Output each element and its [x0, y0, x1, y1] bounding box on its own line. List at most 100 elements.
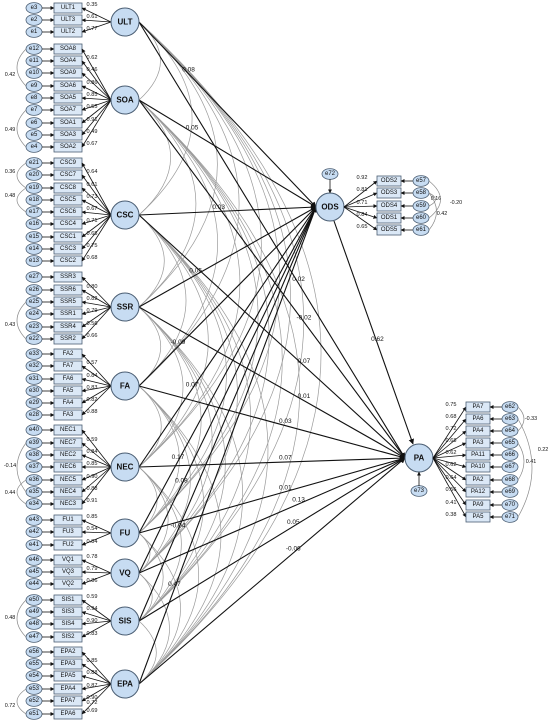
loading-value-epa3: 0.85	[87, 658, 98, 664]
error-label-e20: e20	[29, 172, 40, 178]
loading-soa3	[81, 99, 112, 136]
indicator-label-fa4: FA4	[63, 400, 74, 406]
loading-value-epa4: 0.87	[87, 683, 98, 689]
loading-vq3	[81, 570, 112, 575]
loading-fu1	[81, 519, 112, 534]
loading-ult1	[81, 7, 112, 23]
loading-value-fu1: 0.85	[87, 514, 98, 520]
loading-nec3	[81, 466, 112, 505]
loading-value-sis4: 0.90	[87, 618, 98, 624]
error-label-e44: e44	[29, 581, 40, 587]
indicator-label-csc4: CSC4	[60, 221, 77, 227]
loading-value-nec2: 0.84	[87, 449, 98, 455]
error-label-e15: e15	[29, 234, 40, 240]
error-covariance-arc-1	[16, 109, 27, 148]
correlation-arc-ssr-fu	[138, 306, 202, 534]
correlation-arc-csc-sis	[138, 214, 251, 622]
indicator-label-pa7: PA7	[473, 404, 485, 410]
loading-nec1	[81, 429, 112, 468]
loading-nec4	[81, 466, 112, 493]
loading-fa2	[81, 353, 112, 387]
error-covariance-value-7: 0.48	[5, 615, 16, 621]
indicator-label-ssr3: SSR3	[60, 274, 76, 280]
indicator-label-ssr2: SSR2	[60, 336, 76, 342]
latent-csc	[110, 200, 140, 230]
ods-covariance-value-1: 0.42	[437, 211, 448, 217]
latent-ssr	[110, 292, 140, 322]
path-fa-pa-line	[138, 385, 406, 460]
indicator-label-sis2: SIS2	[61, 634, 75, 640]
path-nec-pa-label: 0.07	[279, 455, 292, 462]
loading-value-pa4: 0.72	[446, 426, 457, 432]
error-label-e23: e23	[29, 324, 40, 330]
error-e69	[501, 486, 519, 498]
correlation-arc-fa-vq	[138, 385, 191, 574]
error-label-e26: e26	[29, 287, 40, 293]
indicator-label-csc5: CSC5	[60, 197, 77, 203]
loading-vq2	[81, 572, 112, 585]
loading-value-nec4: 0.88	[87, 486, 98, 492]
loading-value-csc7: 0.64	[87, 169, 98, 175]
loading-value-ssr1: 0.79	[87, 308, 98, 314]
loading-value-fa5: 0.83	[87, 385, 98, 391]
latent-correlation-arcs	[138, 21, 322, 685]
loading-value-ssr2: 0.66	[87, 333, 98, 339]
correlation-arc-ult-nec	[138, 21, 262, 468]
loading-value-pa2: 0.64	[446, 475, 457, 481]
loading-fu2	[81, 532, 112, 546]
indicator-label-pa2: PA2	[473, 477, 485, 483]
loading-fa7	[81, 365, 112, 387]
indicator-label-nec3: NEC3	[60, 501, 77, 507]
error-label-e11: e11	[29, 58, 39, 64]
loading-value-ssr5: 0.82	[87, 296, 98, 302]
correlation-arc-csc-epa	[138, 214, 269, 685]
indicator-label-fu3: FU3	[62, 529, 74, 535]
indicator-label-csc2: CSC2	[60, 258, 77, 264]
loading-sis1	[81, 599, 112, 622]
correlation-arc-ssr-vq	[138, 306, 213, 574]
error-label-e5: e5	[31, 132, 38, 138]
correlation-arc-nec-epa	[138, 466, 199, 685]
path-vq-ods-label: 0.08	[175, 478, 188, 485]
loading-csc1	[81, 214, 112, 238]
indicator-label-fa3: FA3	[63, 412, 74, 418]
structural-paths: 0.080.050.030.05-0.090.070.170.08-0.040.…	[138, 21, 414, 685]
loading-soa4	[81, 60, 112, 101]
loading-soa7	[81, 99, 112, 111]
correlation-arc-ssr-fa	[138, 306, 161, 387]
path-ult-pa-line	[138, 21, 406, 459]
loading-value-soa6: 0.86	[87, 80, 98, 86]
loading-value-sis2: 0.83	[87, 631, 98, 637]
path-nec-ods-label: 0.07	[186, 382, 199, 389]
correlation-arc-nec-vq	[138, 466, 169, 574]
error-label-e45: e45	[29, 569, 40, 575]
error-covariance-arc-8	[16, 688, 27, 715]
error-covariance-arc-4	[16, 301, 27, 340]
loading-value-epa6: 0.69	[87, 708, 98, 714]
correlation-arc-soa-vq	[138, 99, 270, 574]
path-ssr-pa-label: 0.01	[298, 393, 311, 400]
error-label-e24: e24	[29, 311, 40, 317]
error-label-e35: e35	[29, 489, 40, 495]
indicator-label-fu2: FU2	[62, 542, 74, 548]
loading-value-ult3: 0.61	[87, 14, 98, 20]
error-label-e54: e54	[29, 673, 40, 679]
path-sis-pa-label: 0.05	[287, 519, 300, 526]
error-label-e49: e49	[29, 609, 40, 615]
indicator-label-sis3: SIS3	[61, 609, 75, 615]
error-label-e8: e8	[31, 95, 38, 101]
loading-value-ssr4: 0.56	[87, 321, 98, 327]
error-label-e21: e21	[29, 160, 40, 166]
correlation-arc-soa-sis	[138, 99, 283, 622]
loading-value-ult2: 0.77	[87, 26, 98, 32]
indicator-label-fa5: FA5	[63, 388, 74, 394]
loading-value-pa10: 0.62	[446, 462, 457, 468]
error-label-e18: e18	[29, 197, 40, 203]
indicator-label-soa1: SOA1	[60, 120, 77, 126]
indicator-label-ods5: ODS5	[381, 227, 398, 233]
error-label-e9: e9	[31, 83, 38, 89]
correlation-arc-vq-epa	[138, 572, 170, 685]
indicator-label-epa7: EPA7	[61, 698, 77, 704]
